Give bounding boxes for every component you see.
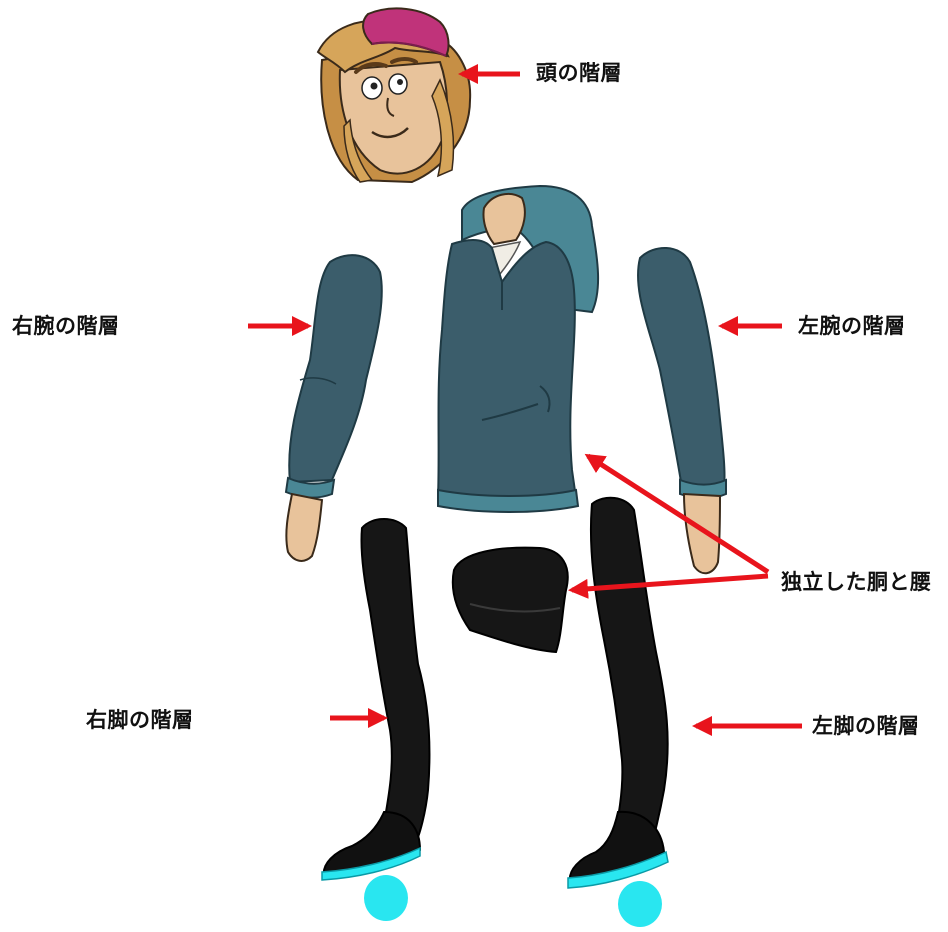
hip-part <box>453 548 568 652</box>
left-arm-hierarchy-label: 左腕の階層 <box>798 316 906 337</box>
left-leg-hierarchy-label: 左脚の階層 <box>812 716 920 737</box>
right-leg-hierarchy-label: 右脚の階層 <box>86 710 194 731</box>
head-hierarchy-label: 頭の階層 <box>536 63 622 84</box>
right-arm-part <box>286 255 382 561</box>
left-arm-part <box>638 248 726 573</box>
right-arm-hierarchy-label: 右腕の階層 <box>12 316 120 337</box>
torso-hip-label: 独立した胴と腰 <box>781 572 932 593</box>
left-leg-part <box>568 498 668 927</box>
torso-part <box>438 186 598 512</box>
head-part <box>318 8 470 182</box>
